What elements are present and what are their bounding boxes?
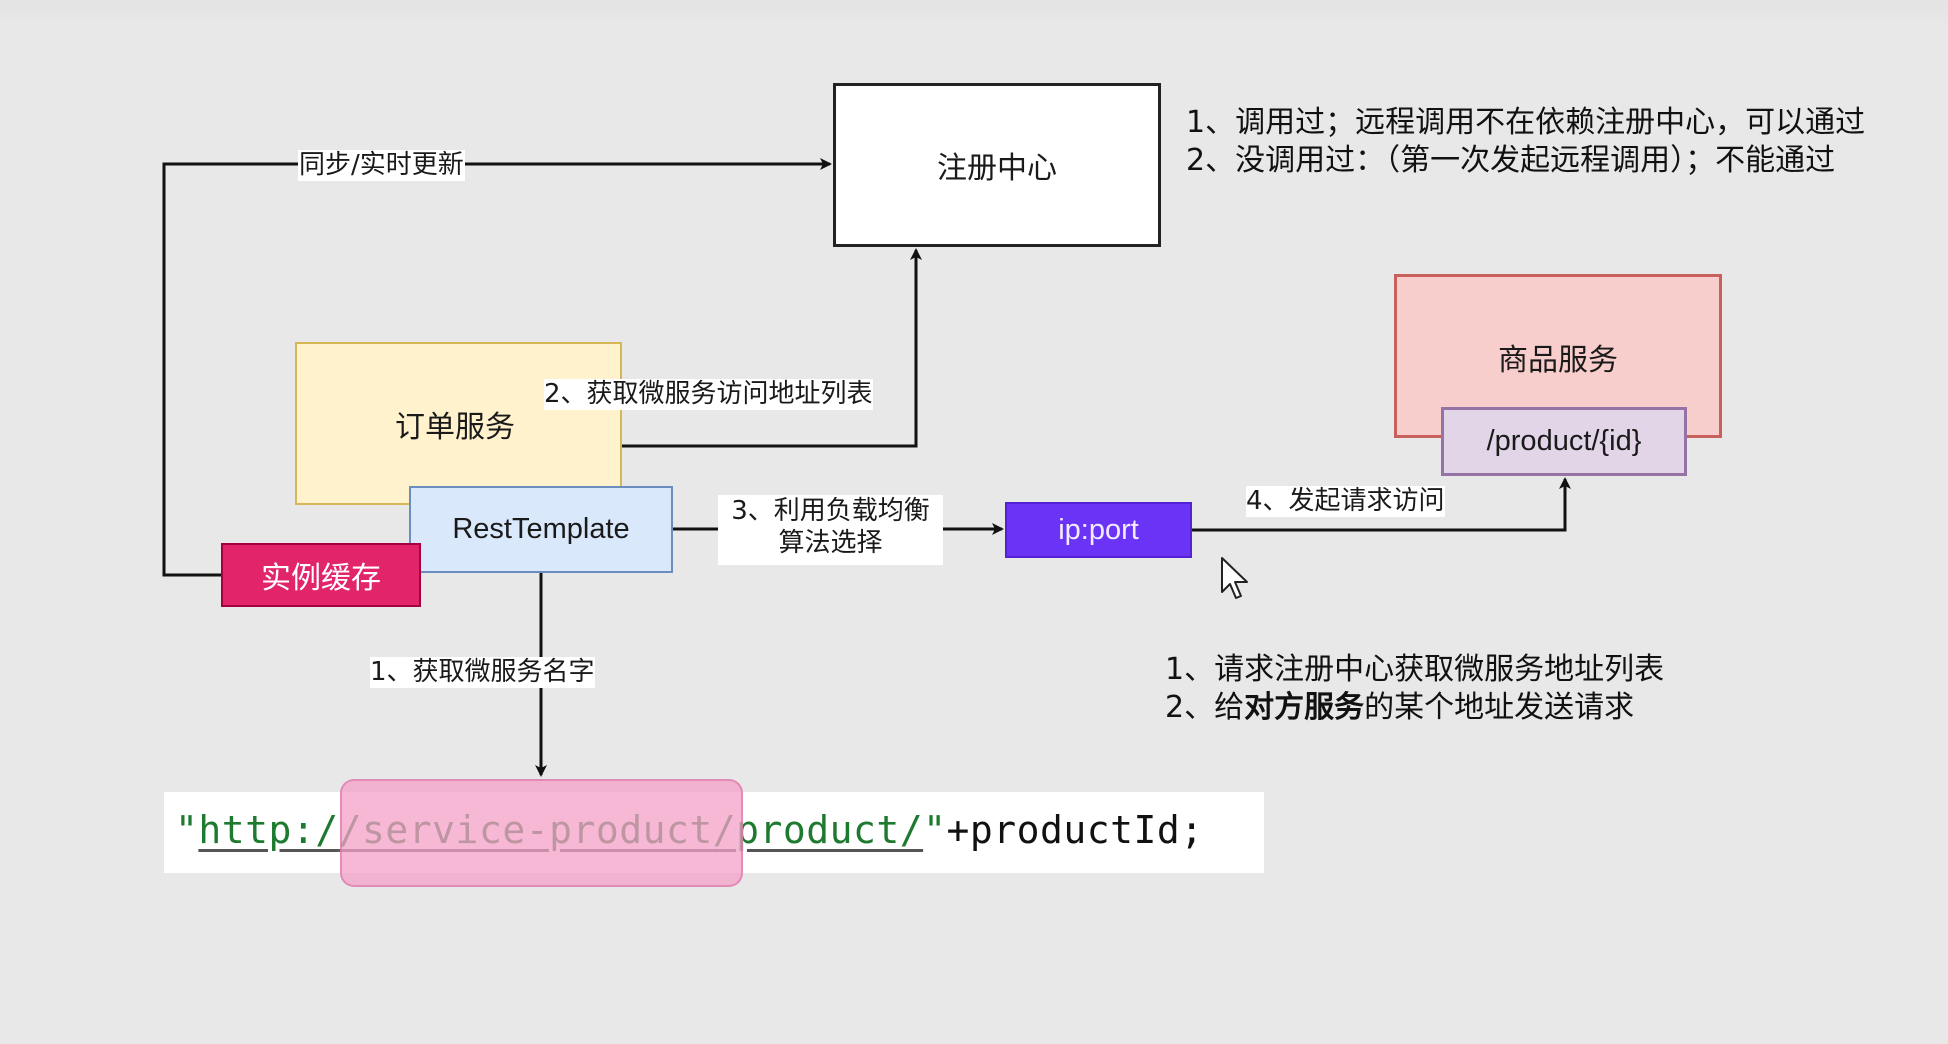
edge-label-load-balance-line1: 3、利用负载均衡 [731,496,930,526]
notes-bottom: 1、请求注册中心获取微服务地址列表 2、给对方服务的某个地址发送请求 [1165,651,1664,727]
edge-label-sync-update: 同步/实时更新 [298,150,465,182]
note-bottom-line2: 2、给对方服务的某个地址发送请求 [1165,689,1664,727]
product-service-label: 商品服务 [1498,343,1618,378]
notes-top: 1、调用过；远程调用不在依赖注册中心，可以通过 2、没调用过：（第一次发起远程调… [1186,104,1865,180]
note-bottom-line2-suffix: 的某个地址发送请求 [1364,690,1635,725]
edge-label-send-request: 4、发起请求访问 [1246,486,1445,518]
rest-template-node: RestTemplate [409,486,673,573]
code-close-quote: " [923,808,947,852]
instance-cache-node: 实例缓存 [221,543,421,607]
edge-label-get-address-list: 2、获取微服务访问地址列表 [544,379,873,411]
edge-label-load-balance-line2: 算法选择 [778,528,883,558]
service-name-highlight [340,779,743,887]
order-service-label: 订单服务 [395,409,515,445]
ip-port-node: ip:port [1005,502,1192,558]
registry-node: 注册中心 [833,83,1161,247]
product-endpoint-label: /product/{id} [1486,425,1642,457]
code-rest: +productId; [946,808,1204,852]
registry-label: 注册中心 [937,151,1057,186]
note-bottom-line1: 1、请求注册中心获取微服务地址列表 [1165,652,1665,687]
code-open-quote: " [175,808,199,852]
code-url-part2: /product/ [712,808,924,852]
note-top-line: 2、没调用过：（第一次发起远程调用）；不能通过 [1186,143,1836,178]
instance-cache-label: 实例缓存 [261,561,381,596]
edge-label-load-balance: 3、利用负载均衡 算法选择 [718,495,943,565]
code-url-part1: http:/ [198,808,339,852]
edge-send-request [1192,477,1571,532]
product-endpoint-node: /product/{id} [1441,407,1687,476]
note-bottom-line2-prefix: 2、给 [1165,690,1245,725]
mouse-cursor-icon [1221,557,1248,599]
note-bottom-line2-bold: 对方服务 [1244,690,1365,725]
note-top-line: 1、调用过；远程调用不在依赖注册中心，可以通过 [1186,105,1866,140]
edge-sync-update [162,158,832,577]
edge-label-get-service-name: 1、获取微服务名字 [370,657,595,689]
ip-port-label: ip:port [1058,513,1139,546]
order-service-node: 订单服务 [295,342,622,505]
rest-template-label: RestTemplate [452,513,630,545]
